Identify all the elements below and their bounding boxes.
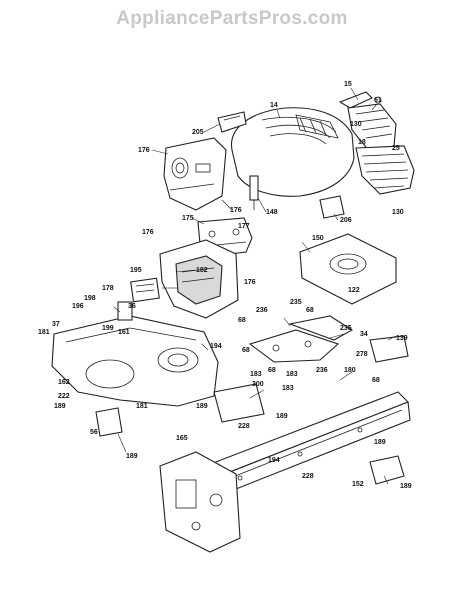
callout-68: 68 [238, 317, 246, 324]
callout-176: 176 [138, 147, 150, 154]
callout-14: 14 [270, 102, 278, 109]
callout-235: 235 [290, 299, 302, 306]
callout-18: 18 [358, 139, 366, 146]
side-grill-part [355, 145, 415, 195]
watermark-text: AppliancePartsPros.com [116, 8, 348, 29]
callout-152: 152 [352, 481, 364, 488]
callout-278: 278 [356, 351, 368, 358]
callout-181: 181 [136, 403, 148, 410]
callout-122: 122 [348, 287, 360, 294]
callout-195: 195 [130, 267, 142, 274]
callout-181: 181 [38, 329, 50, 336]
bracket-152-part [369, 455, 405, 485]
callout-194: 194 [268, 457, 280, 464]
callout-176: 176 [244, 279, 256, 286]
callout-236: 236 [316, 367, 328, 374]
callout-labels: 15 61 14 205 130 176 18 25 176 148 206 1… [38, 81, 412, 490]
hood-part [231, 107, 355, 197]
leader-lines [113, 87, 397, 485]
callout-130: 130 [392, 209, 404, 216]
callout-177: 177 [238, 223, 250, 230]
panel-205-part [217, 111, 247, 133]
bracket-206-part [319, 195, 345, 219]
callout-194: 194 [210, 343, 222, 350]
callout-205: 205 [192, 129, 204, 136]
callout-68: 68 [306, 307, 314, 314]
callout-61: 61 [374, 97, 382, 104]
callout-183: 183 [250, 371, 262, 378]
callout-183: 183 [282, 385, 294, 392]
filter-178-part [130, 277, 160, 303]
hinge-148-part [249, 175, 259, 210]
callout-236: 236 [256, 307, 268, 314]
callout-37: 37 [52, 321, 60, 328]
callout-189: 189 [196, 403, 208, 410]
callout-139: 139 [396, 335, 408, 342]
callout-176: 176 [230, 207, 242, 214]
callout-180: 180 [344, 367, 356, 374]
callout-189: 189 [54, 403, 66, 410]
callout-36: 36 [128, 303, 136, 310]
callout-148: 148 [266, 209, 278, 216]
callout-175: 175 [182, 215, 194, 222]
callout-68: 68 [242, 347, 250, 354]
callout-161: 161 [118, 329, 130, 336]
fender-part [51, 301, 219, 407]
callout-198: 198 [84, 295, 96, 302]
callout-150: 150 [312, 235, 324, 242]
front-frame-part [159, 451, 241, 553]
callout-189: 189 [126, 453, 138, 460]
callout-25: 25 [392, 145, 400, 152]
callout-34: 34 [360, 331, 368, 338]
lower-dash-part [159, 239, 239, 319]
callout-56: 56 [90, 429, 98, 436]
callout-189: 189 [276, 413, 288, 420]
grill-part [338, 91, 397, 153]
bracket-300-part [213, 383, 265, 423]
callout-178: 178 [102, 285, 114, 292]
callout-222: 222 [58, 393, 70, 400]
callout-130: 130 [350, 121, 362, 128]
callout-15: 15 [344, 81, 352, 88]
callout-206: 206 [340, 217, 352, 224]
fuel-tank-part [299, 233, 397, 305]
bracket-56-part [95, 407, 123, 437]
callout-196: 196 [72, 303, 84, 310]
callout-228: 228 [302, 473, 314, 480]
callout-68: 68 [268, 367, 276, 374]
callout-300: 300 [252, 381, 264, 388]
callout-235: 235 [340, 325, 352, 332]
mounting-plate-part [248, 315, 354, 363]
callout-162: 162 [58, 379, 70, 386]
callout-189: 189 [374, 439, 386, 446]
callout-182: 182 [196, 267, 208, 274]
callout-176: 176 [142, 229, 154, 236]
callout-68: 68 [372, 377, 380, 384]
dash-panel-part [163, 137, 227, 211]
callout-165: 165 [176, 435, 188, 442]
callout-199: 199 [102, 325, 114, 332]
callout-189: 189 [400, 483, 412, 490]
callout-183: 183 [286, 371, 298, 378]
callout-228: 228 [238, 423, 250, 430]
